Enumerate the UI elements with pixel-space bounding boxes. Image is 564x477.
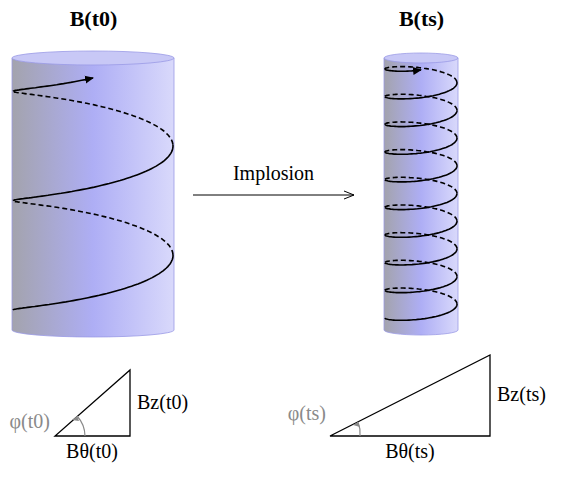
helix-stroke — [385, 248, 457, 265]
helix-stroke — [385, 150, 457, 166]
helix-stroke — [385, 193, 457, 209]
field-component-label: Bθ(ts) — [385, 440, 435, 463]
helix-stroke — [385, 177, 457, 193]
helix-stroke — [385, 165, 457, 182]
helix-stroke — [13, 145, 173, 201]
helix-stroke — [13, 201, 173, 255]
angle-tip — [72, 416, 79, 421]
helix-stroke — [385, 205, 457, 221]
helix-stroke — [385, 67, 457, 82]
field-line — [13, 67, 457, 321]
angle-tip — [353, 422, 360, 427]
field-component-label: φ(ts) — [288, 402, 326, 425]
helix-stroke — [385, 233, 457, 249]
field-component-label: Bz(ts) — [497, 383, 546, 406]
field-component-label: Bθ(t0) — [66, 440, 118, 463]
helix-stroke — [13, 91, 173, 144]
plasma-column: B(t0) — [12, 50, 175, 340]
field-component-label: φ(t0) — [10, 410, 50, 433]
implosion-arrow — [193, 195, 354, 196]
helix-stroke — [13, 78, 93, 91]
plasma-cylinder — [12, 51, 174, 337]
helix-stroke — [385, 138, 457, 155]
helix-stroke — [385, 288, 457, 304]
helix-stroke — [385, 122, 457, 138]
field-component-label: Bz(t0) — [137, 391, 188, 414]
helix-stroke — [13, 255, 173, 310]
helix-stroke — [385, 304, 457, 320]
edge-label: Implosion — [231, 162, 316, 185]
helix-stroke — [385, 94, 457, 110]
helix-stroke — [385, 82, 457, 99]
plasma-column: B(ts) — [384, 50, 459, 340]
helix-stroke — [385, 260, 457, 276]
field-title: B(ts) — [384, 6, 459, 32]
helix-stroke — [385, 110, 457, 126]
plasma-cylinder — [384, 53, 458, 335]
field-triangle — [55, 355, 490, 436]
field-title: B(t0) — [12, 6, 175, 32]
helix-stroke — [385, 221, 457, 238]
helix-stroke — [385, 276, 457, 292]
helix-stroke — [385, 69, 421, 71]
